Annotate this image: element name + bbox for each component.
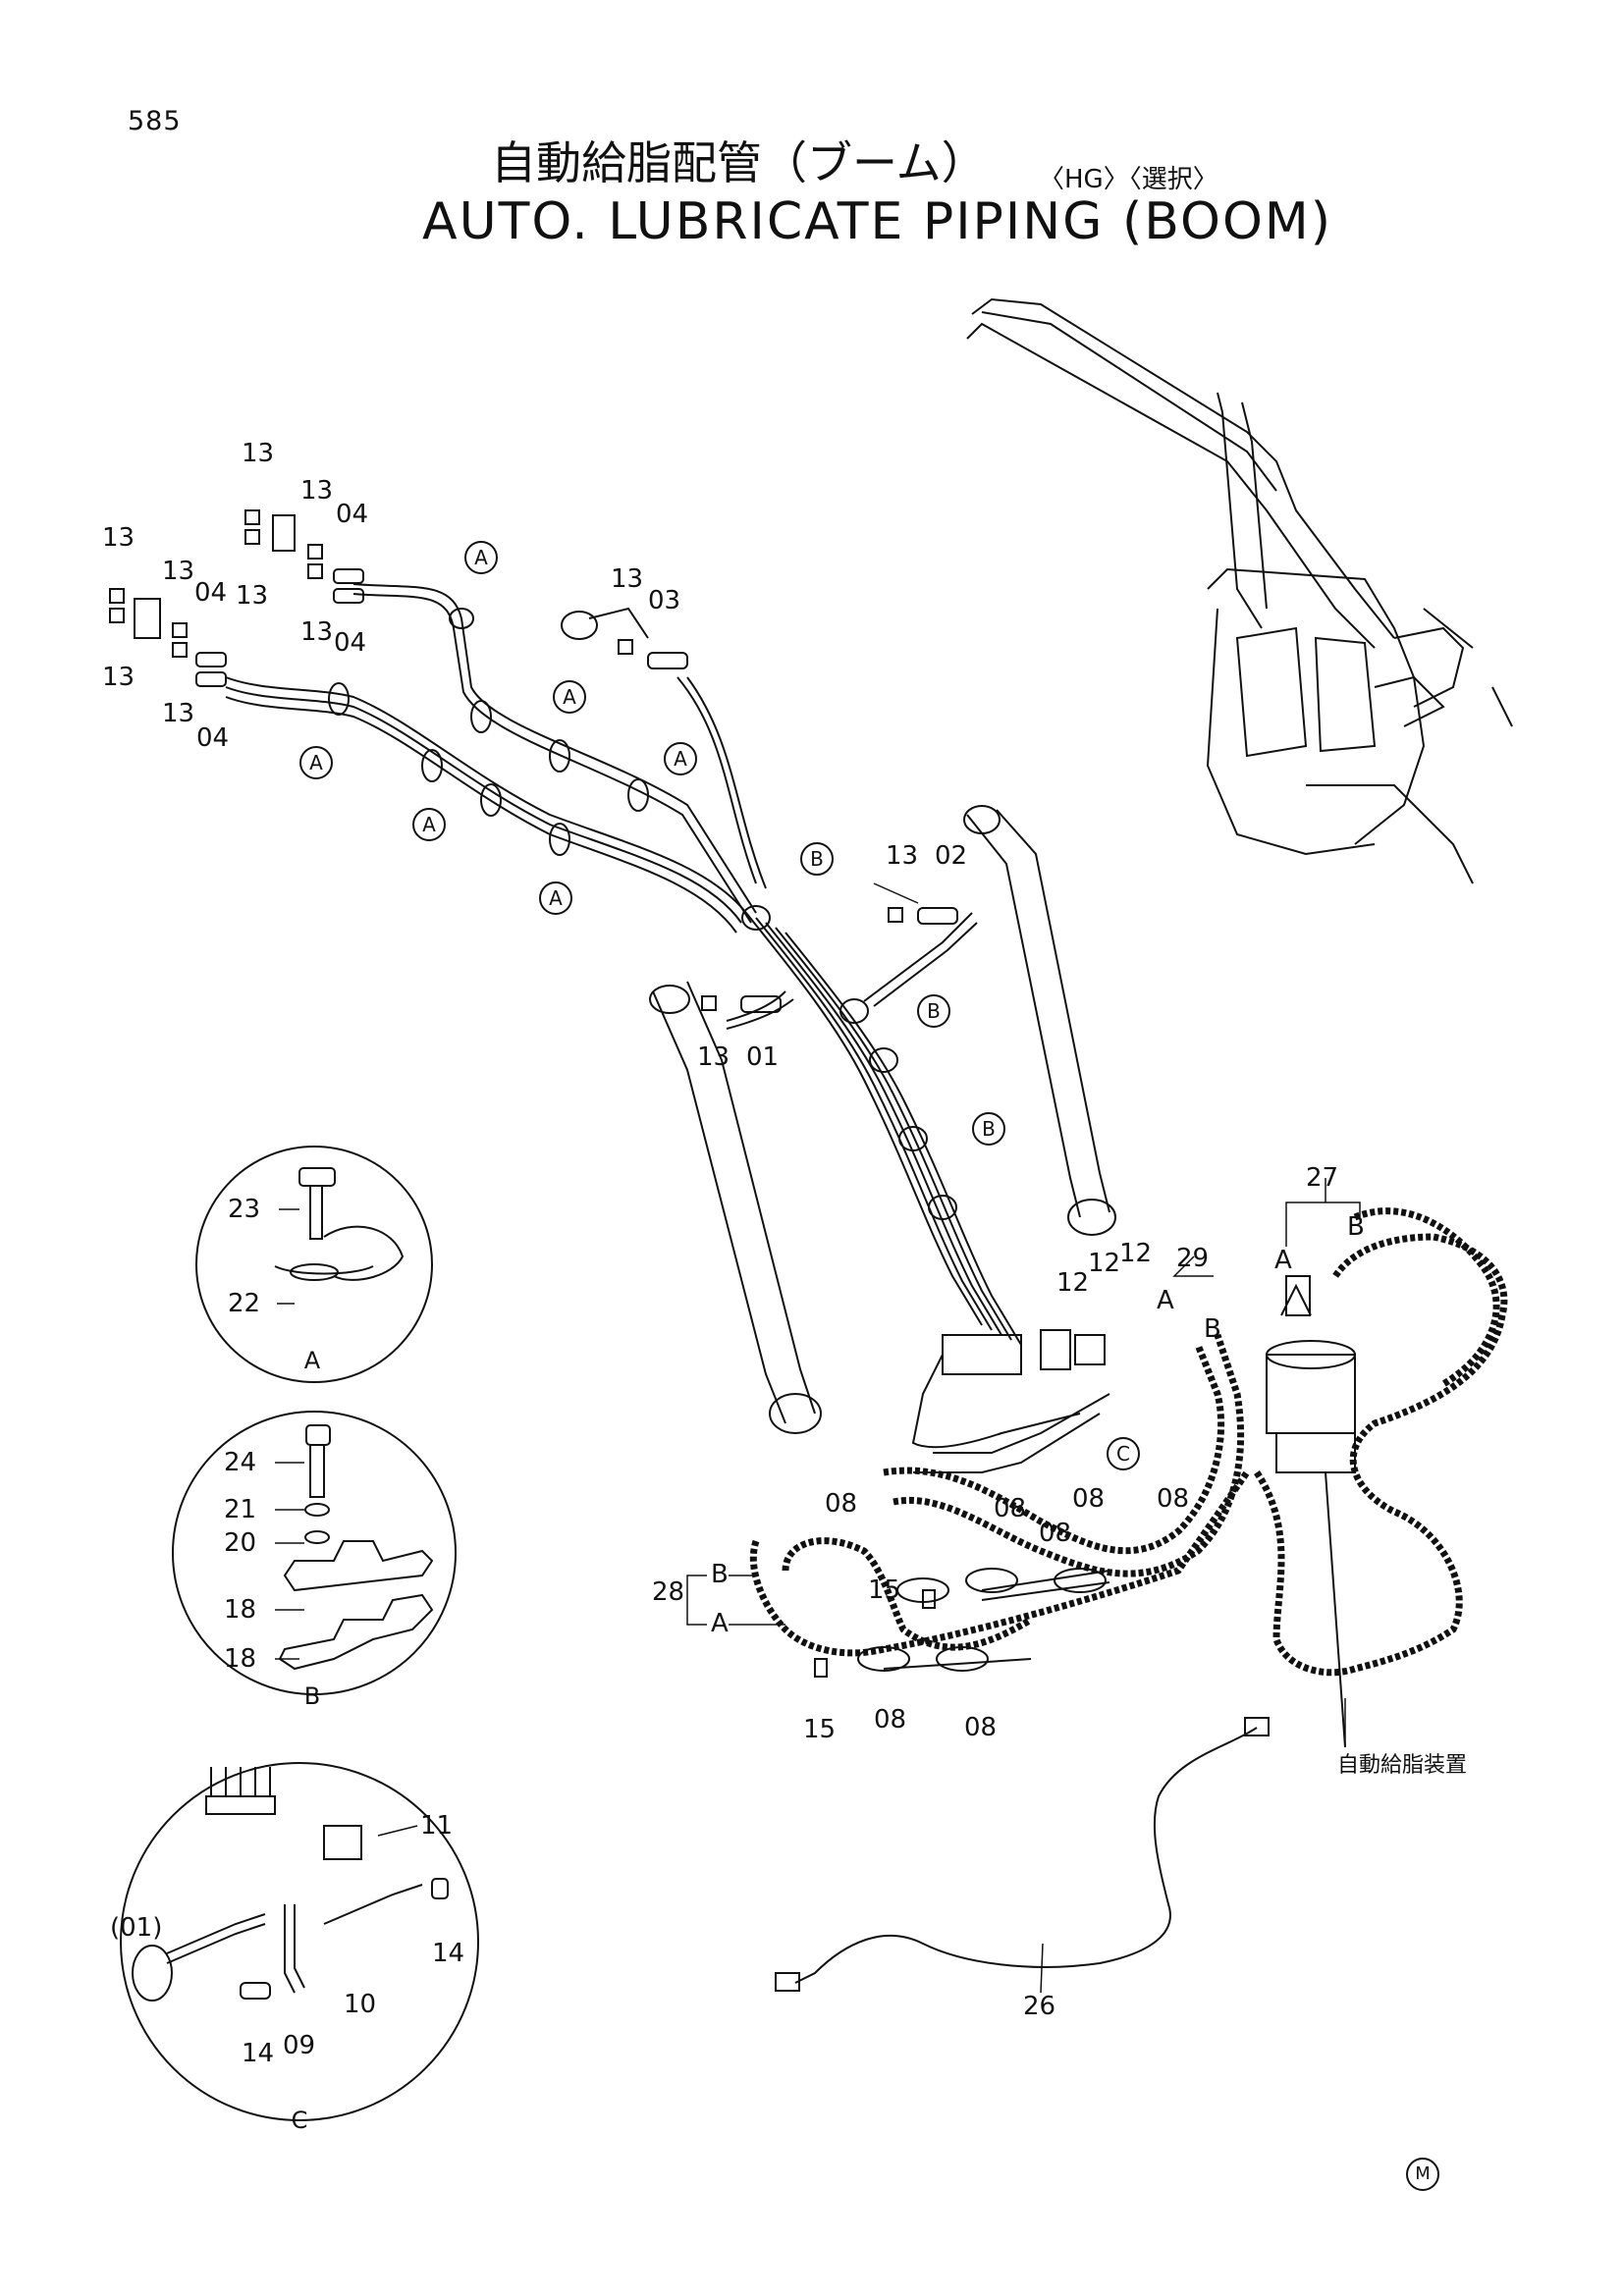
label-12-b: 12 [1088, 1249, 1120, 1278]
label-04-a: 04 [336, 500, 368, 529]
balloon-a-2: A [309, 751, 323, 774]
label-02: 02 [935, 841, 967, 871]
label-22: 22 [228, 1289, 260, 1318]
balloon-a-4: A [422, 813, 436, 836]
label-28: 28 [652, 1577, 684, 1607]
label-08-c: 08 [1039, 1519, 1071, 1548]
label-29-a: A [1157, 1286, 1174, 1315]
label-20: 20 [224, 1528, 256, 1558]
fittings-group [109, 509, 958, 1013]
label-27-a: A [1274, 1246, 1292, 1275]
label-18-b: 18 [224, 1644, 256, 1674]
bolts-15 [814, 1589, 936, 1678]
label-26: 26 [1023, 1992, 1055, 2021]
label-10: 10 [344, 1990, 376, 2019]
label-14-b: 14 [242, 2039, 274, 2068]
label-08-b: 08 [994, 1494, 1026, 1523]
label-03: 03 [648, 586, 680, 615]
label-13-d: 13 [300, 617, 333, 647]
label-11: 11 [420, 1811, 453, 1841]
label-27: 27 [1306, 1163, 1338, 1193]
balloon-a-6: A [549, 886, 563, 910]
page-number: 585 [128, 106, 182, 136]
label-13-e: 13 [102, 523, 135, 553]
balloon-a-1: A [474, 546, 488, 569]
balloon-a-3: A [563, 685, 576, 709]
label-13-i: 13 [611, 564, 643, 594]
label-13-j: 13 [886, 841, 918, 871]
balloon-b-3: B [982, 1117, 996, 1141]
label-29-b: B [1204, 1314, 1221, 1344]
label-18-a: 18 [224, 1595, 256, 1625]
label-13-b: 13 [236, 581, 268, 611]
wire-harness-26 [775, 1717, 1270, 1992]
label-27-b: B [1347, 1212, 1365, 1242]
label-28-a: A [711, 1609, 729, 1638]
label-01-paren: (01) [110, 1913, 162, 1943]
label-04-b: 04 [334, 628, 366, 658]
balloon-b-2: B [927, 999, 941, 1023]
balloon-callouts [299, 541, 1140, 1470]
label-08-g: 08 [964, 1713, 997, 1742]
hose-clamps-lower [857, 1568, 1110, 1672]
manufacturer-mark: M [1406, 2158, 1439, 2191]
label-12-c: 12 [1119, 1239, 1152, 1268]
detail-circle-a [195, 1146, 433, 1383]
part-labels: 13 13 13 04 13 04 13 13 13 04 13 04 13 0… [102, 439, 1365, 2068]
label-21: 21 [224, 1495, 256, 1524]
label-15-a: 15 [868, 1575, 900, 1605]
label-13-f: 13 [102, 663, 135, 692]
title-english: AUTO. LUBRICATE PIPING (BOOM) [422, 192, 1333, 251]
label-04-d: 04 [196, 723, 229, 753]
label-13-a: 13 [242, 439, 274, 468]
label-13-g: 13 [162, 557, 194, 586]
balloon-c-1: C [1116, 1442, 1130, 1466]
label-09: 09 [283, 2031, 315, 2060]
leader-lines [275, 882, 1361, 1994]
label-15-b: 15 [803, 1715, 836, 1744]
boom-cylinders [561, 607, 1116, 1434]
label-13-h: 13 [162, 699, 194, 728]
label-13-c: 13 [300, 476, 333, 506]
title-japanese-suffix: 〈HG〉〈選択〉 [1039, 165, 1218, 194]
balloon-letters: A A A A A A B B B C [309, 546, 1130, 1466]
boom-hose-harness [225, 583, 1022, 1346]
label-23: 23 [228, 1195, 260, 1224]
label-08-e: 08 [1157, 1484, 1189, 1514]
detail-circle-b [172, 1411, 457, 1695]
label-08-d: 08 [1072, 1484, 1105, 1514]
detail-caption-b: B [304, 1682, 320, 1710]
label-28-b: B [711, 1560, 729, 1589]
label-04-c: 04 [194, 578, 227, 608]
balloon-b-1: B [810, 847, 824, 871]
excavator-reference-sketch [966, 297, 1513, 884]
label-13-k: 13 [697, 1042, 730, 1072]
detail-caption-a: A [304, 1347, 321, 1374]
label-01: 01 [746, 1042, 779, 1072]
label-08-a: 08 [825, 1489, 857, 1519]
title-japanese: 自動給脂配管（ブーム） [491, 136, 987, 189]
detail-circle-c [120, 1762, 479, 2121]
coiled-hoses [749, 1207, 1508, 1677]
auto-lubricator-unit [1266, 1275, 1356, 1748]
balloon-a-5: A [674, 747, 687, 771]
label-24: 24 [224, 1448, 256, 1477]
label-14-a: 14 [432, 1939, 464, 1968]
label-08-f: 08 [874, 1705, 906, 1735]
label-12-a: 12 [1056, 1268, 1089, 1298]
auto-lubricator-label: 自動給脂装置 [1337, 1753, 1467, 1778]
detail-caption-c: C [292, 2107, 308, 2134]
detail-captions: A B C [292, 1347, 321, 2134]
distribution-block [911, 1329, 1110, 1473]
